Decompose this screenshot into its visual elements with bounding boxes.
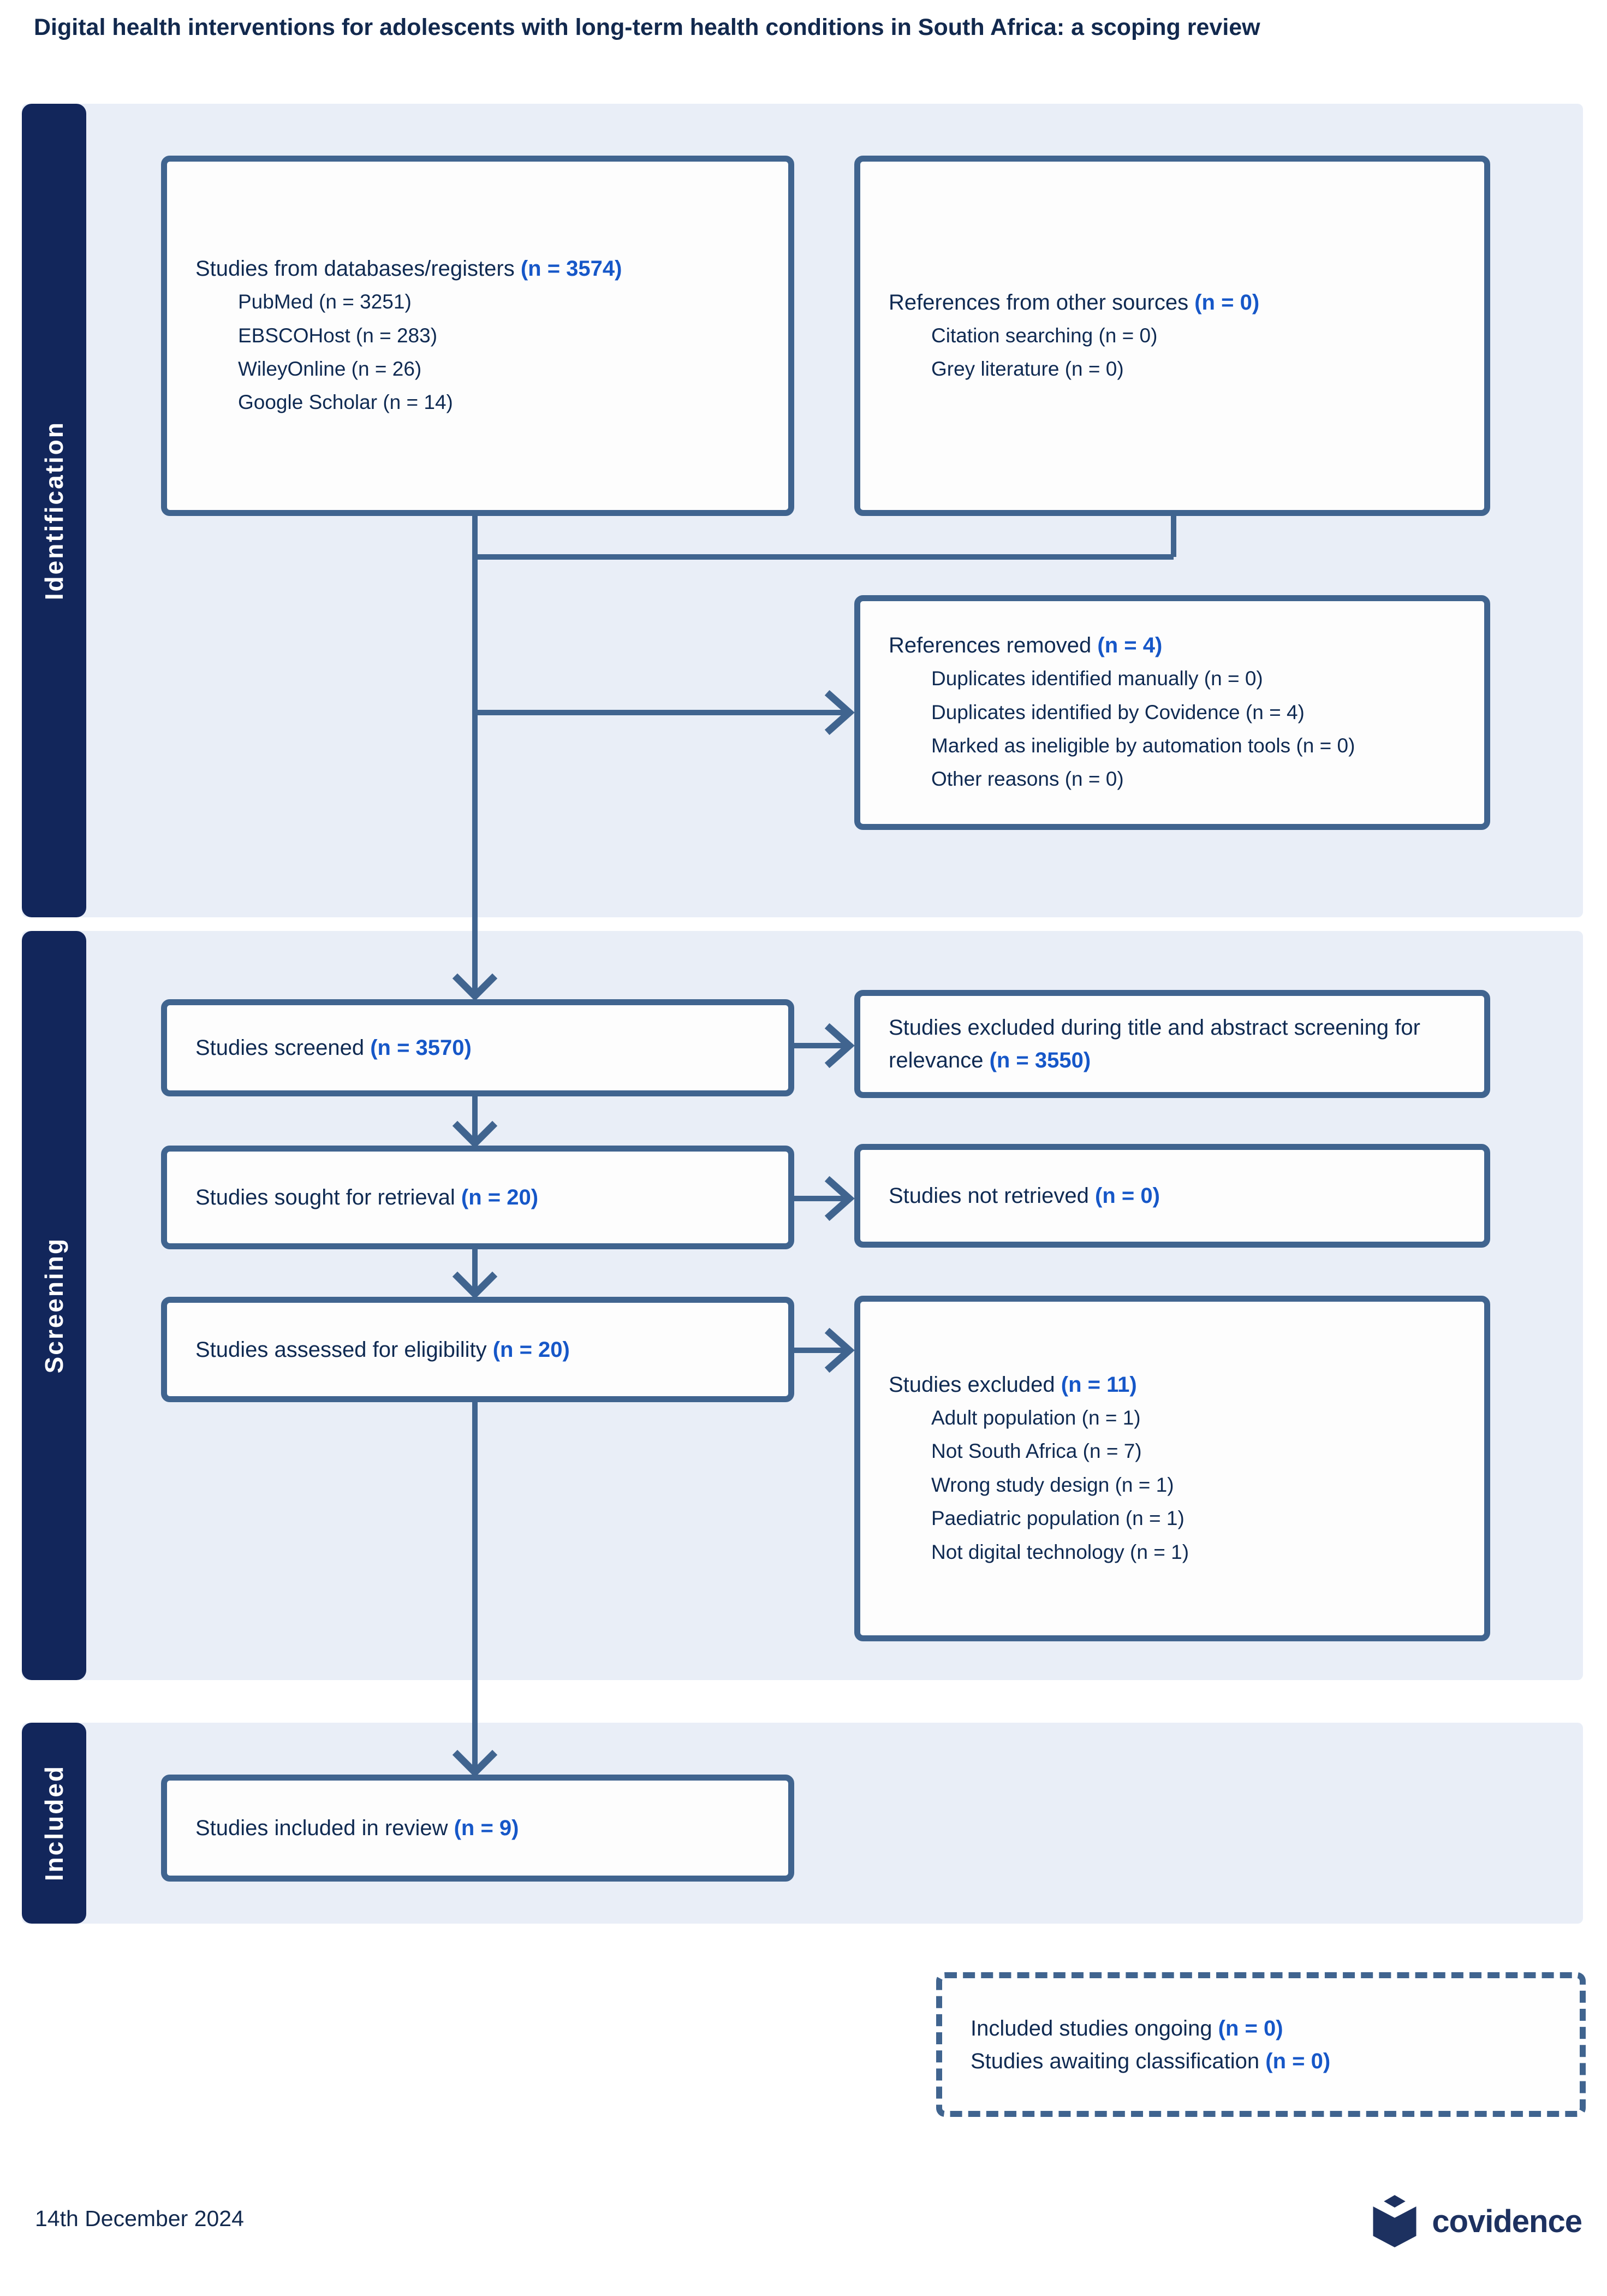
source-item: EBSCOHost (n = 283) [238, 324, 438, 347]
box-studies-from-databases: Studies from databases/registers (n = 35… [161, 156, 794, 516]
sidebar-stage-identification: Identification [22, 104, 86, 917]
heading-count: (n = 3570) [370, 1036, 472, 1060]
sidebar-stage-screening: Screening [22, 931, 86, 1680]
arrowhead-down-assessed [452, 1271, 498, 1300]
report-date: 14th December 2024 [35, 2206, 244, 2231]
merge-connector-line [472, 513, 1176, 560]
box-studies-excluded: Studies excluded (n = 11) Adult populati… [854, 1296, 1490, 1641]
source-item: Grey literature (n = 0) [931, 358, 1124, 380]
exclusion-reason-item: Adult population (n = 1) [931, 1406, 1141, 1429]
box-studies-sought-retrieval: Studies sought for retrieval (n = 20) [161, 1146, 794, 1249]
box-heading: Studies from databases/registers (n = 35… [195, 252, 766, 285]
arrowhead-down-included [452, 1749, 498, 1778]
exclusion-reason-item: Wrong study design (n = 1) [931, 1473, 1174, 1496]
arrowhead-right-removed [824, 690, 855, 735]
source-item: Citation searching (n = 0) [931, 324, 1158, 347]
arrowhead-right-excluded [824, 1327, 855, 1373]
page-title: Digital health interventions for adolesc… [34, 14, 1260, 40]
sidebar-stage-included: Included [22, 1723, 86, 1924]
heading-count: (n = 4) [1097, 633, 1163, 658]
box-references-removed: References removed (n = 4) Duplicates id… [854, 595, 1490, 830]
heading-text: Studies sought for retrieval [195, 1185, 461, 1209]
heading-text: Studies assessed for eligibility [195, 1337, 493, 1362]
heading-text: References from other sources [889, 290, 1195, 315]
removal-reason-item: Other reasons (n = 0) [931, 768, 1124, 791]
box-studies-screened: Studies screened (n = 3570) [161, 999, 794, 1096]
box-studies-included-review: Studies included in review (n = 9) [161, 1775, 794, 1882]
heading-text: Studies not retrieved [889, 1184, 1095, 1208]
heading-count: (n = 9) [454, 1816, 519, 1840]
arrowhead-down-screened [452, 973, 498, 1001]
heading-text: Studies screened [195, 1036, 371, 1060]
box-heading: Studies excluded during title and abstra… [889, 1011, 1424, 1077]
source-item: Google Scholar (n = 14) [238, 391, 453, 414]
box-references-other-sources: References from other sources (n = 0) Ci… [854, 156, 1490, 516]
box-ongoing-awaiting-classification: Included studies ongoing (n = 0) Studies… [936, 1972, 1586, 2117]
awaiting-count: (n = 0) [1265, 2049, 1331, 2073]
ongoing-text: Included studies ongoing [971, 2016, 1218, 2040]
heading-count: (n = 0) [1095, 1184, 1160, 1208]
heading-text: References removed [889, 633, 1098, 658]
heading-text: Studies excluded [889, 1372, 1061, 1397]
removal-reason-item: Marked as ineligible by automation tools… [931, 734, 1355, 757]
box-heading: Studies excluded (n = 11) [889, 1368, 1462, 1401]
box-studies-excluded-title-abstract: Studies excluded during title and abstra… [854, 990, 1490, 1098]
box-heading: Studies not retrieved (n = 0) [889, 1179, 1462, 1212]
arrowhead-right-notretrieved [824, 1176, 855, 1221]
source-item: WileyOnline (n = 26) [238, 358, 422, 380]
heading-count: (n = 3574) [520, 257, 622, 281]
removal-reason-item: Duplicates identified manually (n = 0) [931, 667, 1263, 690]
exclusion-reason-item: Paediatric population (n = 1) [931, 1507, 1185, 1530]
source-item: PubMed (n = 3251) [238, 290, 412, 313]
box-heading: References from other sources (n = 0) [889, 286, 1462, 319]
covidence-logo: covidence [1366, 2193, 1582, 2250]
heading-text: Studies included in review [195, 1816, 454, 1840]
covidence-logo-icon [1373, 2195, 1416, 2247]
heading-text: Studies from databases/registers [195, 257, 521, 281]
heading-count: (n = 3550) [989, 1048, 1091, 1072]
box-heading: Studies included in review (n = 9) [195, 1812, 766, 1844]
box-heading: References removed (n = 4) [889, 629, 1462, 662]
box-studies-not-retrieved: Studies not retrieved (n = 0) [854, 1144, 1490, 1248]
covidence-logo-text: covidence [1432, 2203, 1582, 2239]
heading-count: (n = 20) [461, 1185, 539, 1209]
heading-count: (n = 20) [492, 1337, 570, 1362]
box-heading: Studies sought for retrieval (n = 20) [195, 1181, 766, 1214]
ongoing-count: (n = 0) [1218, 2016, 1283, 2040]
heading-count: (n = 0) [1194, 290, 1260, 315]
arrowhead-down-sought [452, 1120, 498, 1149]
removal-reason-item: Duplicates identified by Covidence (n = … [931, 701, 1305, 723]
heading-text: Studies excluded during title and abstra… [889, 1016, 1420, 1072]
awaiting-text: Studies awaiting classification [971, 2049, 1266, 2073]
ongoing-line: Included studies ongoing (n = 0) [971, 2012, 1558, 2045]
awaiting-line: Studies awaiting classification (n = 0) [971, 2045, 1558, 2078]
box-heading: Studies screened (n = 3570) [195, 1031, 766, 1064]
box-heading: Studies assessed for eligibility (n = 20… [195, 1333, 766, 1366]
heading-count: (n = 11) [1061, 1372, 1137, 1397]
exclusion-reason-item: Not South Africa (n = 7) [931, 1440, 1142, 1463]
arrowhead-right-excl-ta [824, 1023, 855, 1069]
box-studies-assessed-eligibility: Studies assessed for eligibility (n = 20… [161, 1297, 794, 1402]
exclusion-reason-item: Not digital technology (n = 1) [931, 1540, 1189, 1563]
